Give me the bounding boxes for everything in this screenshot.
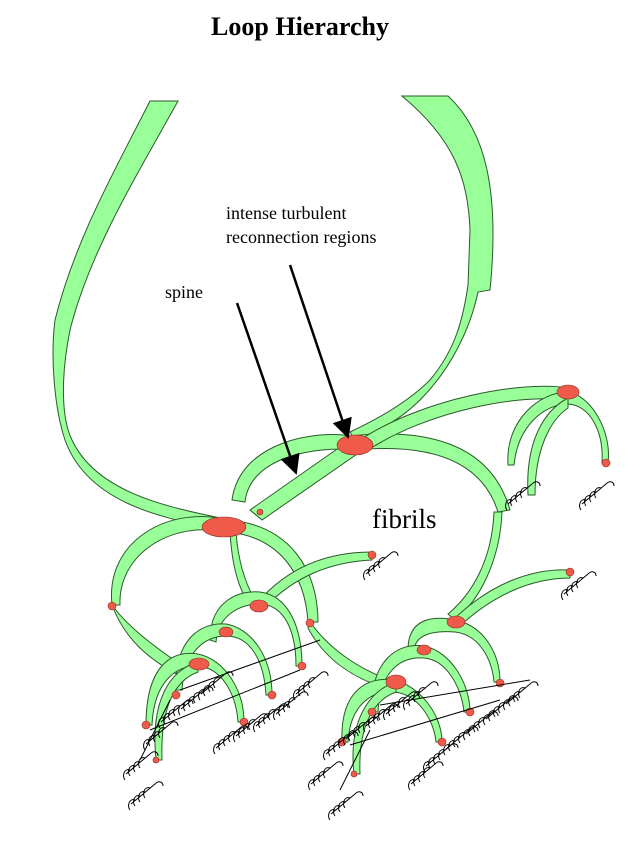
reconnection-spot xyxy=(601,458,611,468)
fibril-tuft xyxy=(483,696,519,726)
diagram-title: Loop Hierarchy xyxy=(211,12,389,41)
reconnection-spot xyxy=(305,618,315,628)
fibril-tuft xyxy=(293,671,329,701)
fibril-tufts xyxy=(123,481,615,821)
fibril-tuft xyxy=(363,551,399,581)
label-spine: spine xyxy=(165,282,203,302)
fibril-tuft xyxy=(143,721,179,751)
reconnection-spot xyxy=(267,690,277,700)
reconnection-spot xyxy=(239,717,249,727)
label-intense-line-2: reconnection regions xyxy=(226,227,377,247)
fibril-connector xyxy=(149,669,301,731)
reconnection-spot xyxy=(416,644,432,656)
reconnection-spot xyxy=(367,550,377,560)
mid-arch-1 xyxy=(231,433,511,513)
fibril-connector xyxy=(349,699,501,746)
label-intense-reconnection: intense turbulent reconnection regions xyxy=(226,201,376,249)
main-loop-left-leg xyxy=(52,100,229,531)
fibril-tuft xyxy=(328,791,364,821)
fibril-tuft xyxy=(383,691,419,721)
fibril-tuft xyxy=(233,713,269,743)
reconnection-spot xyxy=(556,384,580,400)
right-bridge xyxy=(454,569,571,625)
reconnection-spot xyxy=(171,690,181,700)
fibril-tuft xyxy=(408,761,444,791)
fibril-tuft xyxy=(123,751,159,781)
fibril-tuft xyxy=(443,726,479,756)
reconnection-spot xyxy=(141,720,151,730)
arrow-spine xyxy=(235,302,300,475)
reconnection-spot xyxy=(565,567,575,577)
fibril-tuft xyxy=(308,761,344,791)
fibril-tuft xyxy=(505,481,541,511)
fibril-tuft xyxy=(423,743,459,773)
reconnection-spot xyxy=(350,770,358,778)
reconnection-spot xyxy=(437,737,447,747)
mid-arch-4 xyxy=(527,397,569,496)
reconnection-spot xyxy=(201,516,247,538)
reconnection-spot xyxy=(446,615,466,629)
label-fibrils: fibrils xyxy=(372,504,437,534)
reconnection-spot xyxy=(249,599,269,613)
arrow-intense-reconnection xyxy=(288,264,352,439)
fibril-tuft xyxy=(128,781,164,811)
reconnection-spot xyxy=(218,626,234,638)
reconnection-spot xyxy=(367,707,377,717)
reconnection-spot xyxy=(152,756,160,764)
label-intense-line-1: intense turbulent xyxy=(226,203,347,223)
reconnection-spot xyxy=(107,601,117,611)
fibril-tuft xyxy=(323,731,359,761)
reconnection-spot xyxy=(188,657,210,671)
reconnection-spot xyxy=(297,661,307,671)
reconnection-spot xyxy=(385,674,407,690)
reconnection-spots xyxy=(107,384,611,778)
fibril-tuft xyxy=(213,725,249,755)
reconnection-spot xyxy=(256,508,264,516)
reconnection-spot xyxy=(336,434,374,456)
fibril-connector xyxy=(139,699,171,761)
fibril-tuft xyxy=(178,686,214,716)
fibril-tuft xyxy=(561,571,597,601)
right-small-arch-4 xyxy=(352,681,397,775)
fibril-tuft xyxy=(273,691,309,721)
fibril-tuft xyxy=(579,481,615,511)
fibril-connector xyxy=(179,639,321,691)
mid-arch-3 xyxy=(507,391,609,466)
fibril-connector xyxy=(379,679,531,706)
main-loop-right-leg xyxy=(349,95,494,441)
fibril-tuft xyxy=(503,681,539,711)
fibril-connector xyxy=(339,729,371,791)
